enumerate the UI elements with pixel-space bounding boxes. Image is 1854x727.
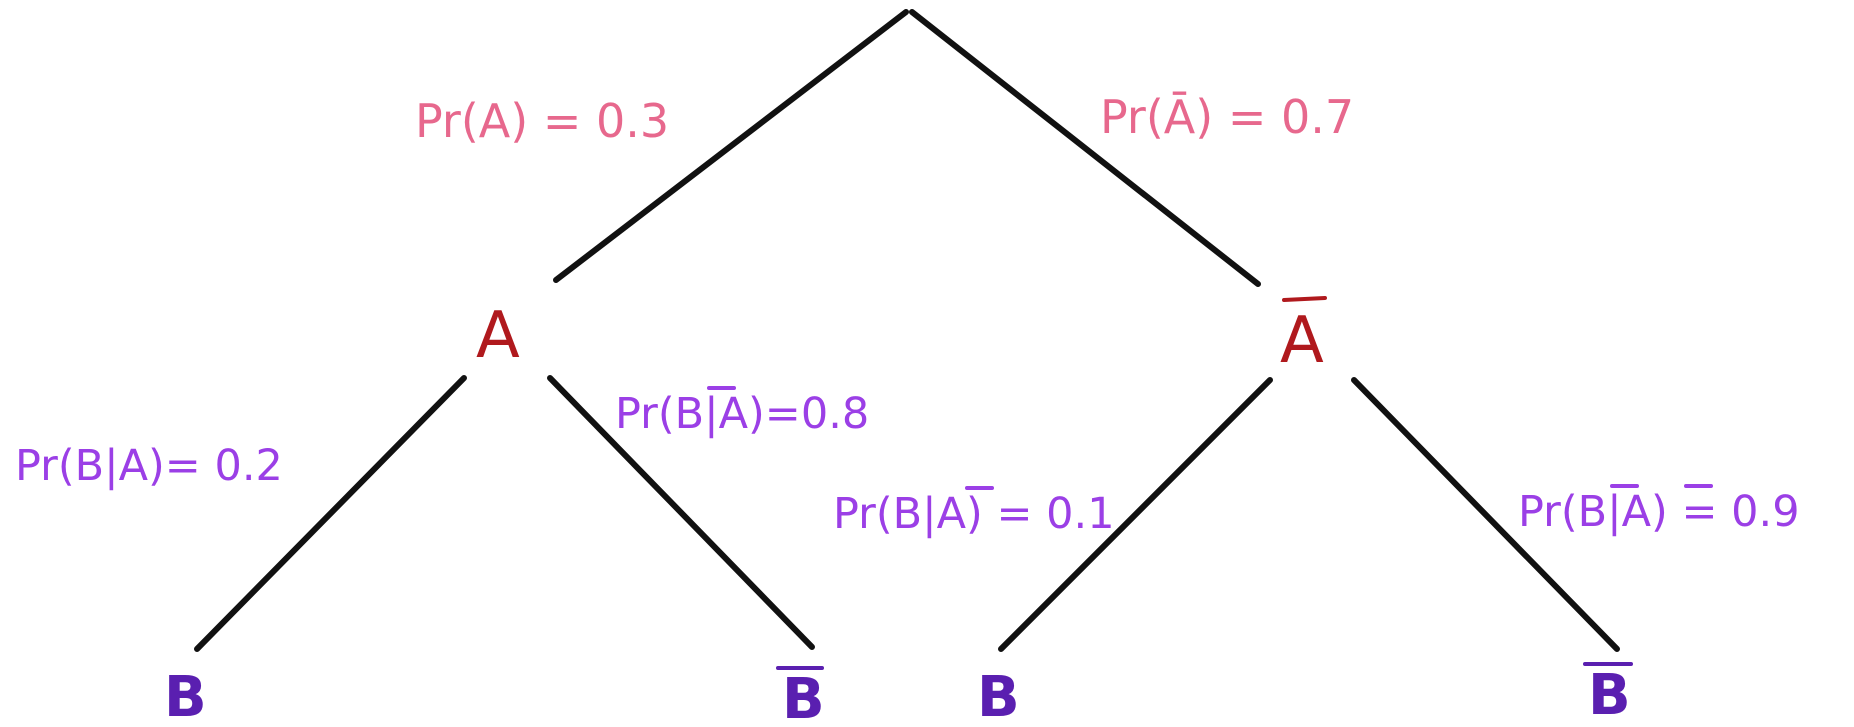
prob-not-b-given-a-group: Pr(B|A)=0.8 bbox=[615, 386, 869, 439]
prob-not-a-label: Pr(Ā) = 0.7 bbox=[1100, 90, 1354, 144]
leaf-not-b-under-a-group: B bbox=[776, 666, 825, 727]
node-not-a-group: A bbox=[1280, 296, 1327, 378]
branch-a-to-not-b bbox=[547, 375, 815, 650]
prob-a-label: Pr(A) = 0.3 bbox=[415, 94, 669, 148]
prob-not-b-given-a-label: Pr(B|A)=0.8 bbox=[615, 389, 869, 439]
branch-not-a-to-b bbox=[998, 377, 1273, 652]
complement-bar-icon bbox=[1282, 296, 1327, 302]
leaf-not-b-under-a: B bbox=[782, 667, 825, 727]
prob-not-a-group: Pr(Ā) = 0.7 bbox=[1100, 90, 1354, 144]
leaf-not-b-under-not-a-group: B bbox=[1583, 662, 1633, 727]
branch-lines bbox=[194, 9, 1620, 652]
branch-root-to-not-a bbox=[909, 9, 1261, 287]
prob-not-b-given-not-a-label: Pr(B|A) = 0.9 bbox=[1518, 487, 1800, 537]
leaf-b-under-a: B bbox=[164, 665, 207, 727]
branch-root-to-a bbox=[553, 9, 909, 283]
prob-b-given-not-a-group: Pr(B|A) = 0.1 bbox=[833, 486, 1115, 539]
node-a: A bbox=[476, 299, 520, 373]
leaf-not-b-under-not-a: B bbox=[1588, 663, 1631, 727]
branch-a-to-b bbox=[194, 375, 467, 652]
leaf-b-under-not-a: B bbox=[977, 665, 1020, 727]
prob-not-b-given-not-a-group: Pr(B|A) = 0.9 bbox=[1518, 484, 1800, 537]
prob-b-given-not-a-label: Pr(B|A) = 0.1 bbox=[833, 489, 1115, 539]
node-not-a: A bbox=[1280, 304, 1324, 378]
prob-b-given-a-label: Pr(B|A)= 0.2 bbox=[15, 441, 283, 491]
branch-not-a-to-not-b bbox=[1351, 377, 1620, 652]
